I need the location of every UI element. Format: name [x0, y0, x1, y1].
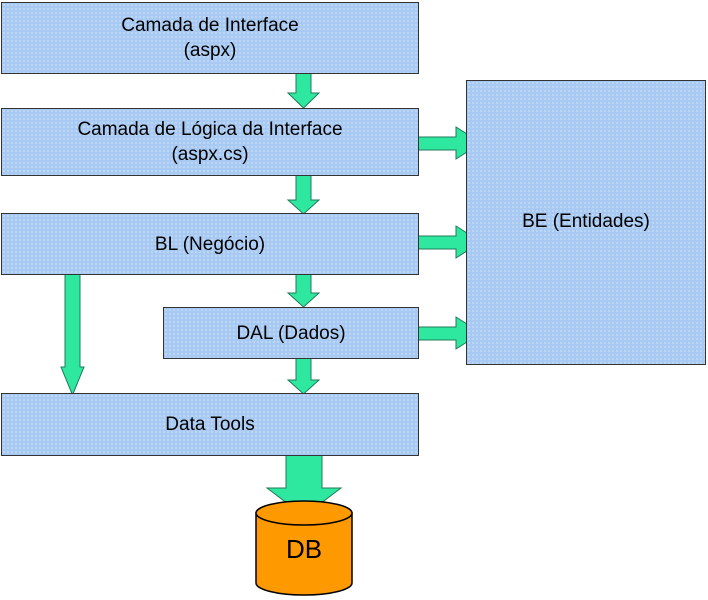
- business-layer-label: BL (Negócio): [154, 233, 266, 255]
- entities-label: BE (Entidades): [522, 211, 650, 232]
- interface-logic-layer-title: Camada de Lógica da Interface: [77, 119, 343, 140]
- interface-logic-layer-box: Camada de Lógica da Interface (aspx.cs): [1, 108, 419, 176]
- arrow-interface-to-logic: [286, 68, 321, 109]
- data-access-layer-label: DAL (Dados): [236, 322, 346, 344]
- arrow-dal-to-datatools: [286, 357, 321, 395]
- arrow-bl-to-dal: [286, 270, 321, 308]
- interface-layer-box: Camada de Interface (aspx): [1, 2, 419, 74]
- interface-layer-title: Camada de Interface: [121, 15, 299, 36]
- interface-layer-subtitle: (aspx): [183, 40, 237, 61]
- database-cylinder: [255, 500, 353, 596]
- arrow-logic-to-bl: [286, 174, 321, 215]
- data-access-layer-box: DAL (Dados): [163, 307, 419, 359]
- database-label: DB: [285, 534, 323, 564]
- arrow-bl-to-datatools: [60, 271, 85, 397]
- data-tools-label: Data Tools: [165, 414, 255, 435]
- data-tools-box: Data Tools: [1, 393, 419, 456]
- interface-logic-layer-subtitle: (aspx.cs): [171, 144, 249, 165]
- business-layer-box: BL (Negócio): [1, 213, 419, 275]
- entities-box: BE (Entidades): [466, 80, 706, 365]
